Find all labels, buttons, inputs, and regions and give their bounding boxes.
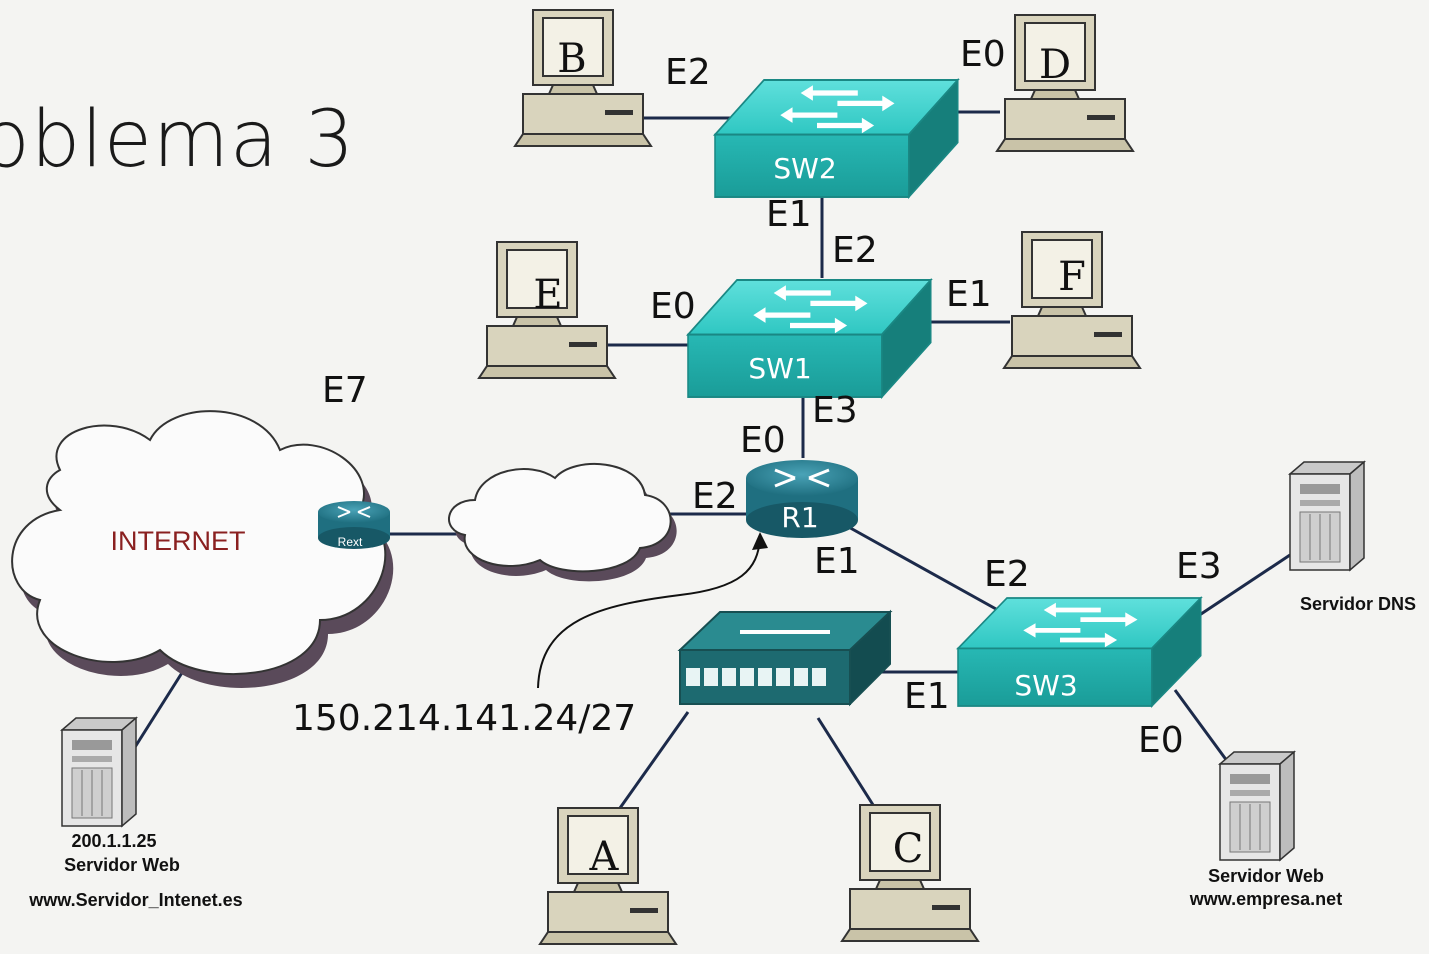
router-rext: Rext bbox=[318, 501, 390, 549]
pc-d-label: D bbox=[1039, 42, 1071, 88]
port-d-sw2: E0 bbox=[960, 34, 1006, 75]
port-f-sw1: E1 bbox=[946, 274, 992, 315]
pc-b-label: B bbox=[557, 36, 586, 82]
server-dns-label: Servidor DNS bbox=[1300, 594, 1416, 614]
hub bbox=[677, 609, 893, 707]
router-rext-label: Rext bbox=[338, 535, 363, 549]
server-web-ext-url: www.Servidor_Intenet.es bbox=[28, 890, 242, 910]
pc-c-label: C bbox=[893, 826, 924, 872]
server-web-ext-ip: 200.1.1.25 bbox=[71, 831, 156, 851]
port-sw1-up: E2 bbox=[832, 230, 878, 271]
switch-sw3 bbox=[958, 598, 1201, 706]
link-sw3-dns bbox=[1194, 553, 1291, 620]
server-dns bbox=[1289, 461, 1365, 571]
switch-sw1-label: SW1 bbox=[748, 352, 811, 385]
port-sw3-dns: E3 bbox=[1176, 546, 1222, 587]
pc-e-label: E bbox=[533, 272, 562, 318]
server-web-local-url: www.empresa.net bbox=[1189, 889, 1342, 909]
port-r1-down: E1 bbox=[814, 541, 860, 582]
internet-cloud: INTERNET bbox=[11, 410, 394, 688]
subnet-arrowhead bbox=[752, 532, 768, 550]
pc-f-label: F bbox=[1058, 254, 1086, 300]
page-title: oblema 3 bbox=[0, 95, 356, 185]
link-sw3-web bbox=[1173, 689, 1232, 766]
wan-cloud bbox=[448, 462, 677, 582]
subnet-label: 150.214.141.24/27 bbox=[292, 698, 636, 739]
port-e7: E7 bbox=[322, 370, 368, 411]
link-r1-sw3 bbox=[844, 523, 1006, 616]
server-web-local bbox=[1219, 751, 1295, 861]
router-r1-label: R1 bbox=[781, 501, 818, 534]
port-b-sw2: E2 bbox=[665, 52, 711, 93]
pc-f bbox=[1003, 231, 1141, 369]
port-sw3-web: E0 bbox=[1138, 720, 1184, 761]
port-sw3-hub: E1 bbox=[904, 676, 950, 717]
port-r1-up: E0 bbox=[740, 420, 786, 461]
switch-sw3-label: SW3 bbox=[1014, 669, 1077, 702]
server-web-ext-label: Servidor Web bbox=[64, 855, 180, 875]
port-sw3-up: E2 bbox=[984, 554, 1030, 595]
subnet-arrow bbox=[537, 537, 761, 689]
link-hub-a bbox=[618, 711, 690, 809]
server-web-local-label: Servidor Web bbox=[1208, 866, 1324, 886]
link-hub-c bbox=[816, 717, 877, 809]
port-sw2-down: E1 bbox=[766, 194, 812, 235]
link-internet-web bbox=[128, 667, 187, 756]
pc-a-label: A bbox=[589, 834, 620, 880]
port-e-sw1: E0 bbox=[650, 286, 696, 327]
port-r1-left: E2 bbox=[692, 476, 738, 517]
internet-label: INTERNET bbox=[111, 526, 246, 556]
server-web-ext bbox=[61, 717, 137, 827]
port-sw1-down: E3 bbox=[812, 390, 858, 431]
router-r1: R1 bbox=[746, 460, 858, 538]
links bbox=[128, 110, 1291, 809]
switch-sw2-label: SW2 bbox=[773, 152, 836, 185]
